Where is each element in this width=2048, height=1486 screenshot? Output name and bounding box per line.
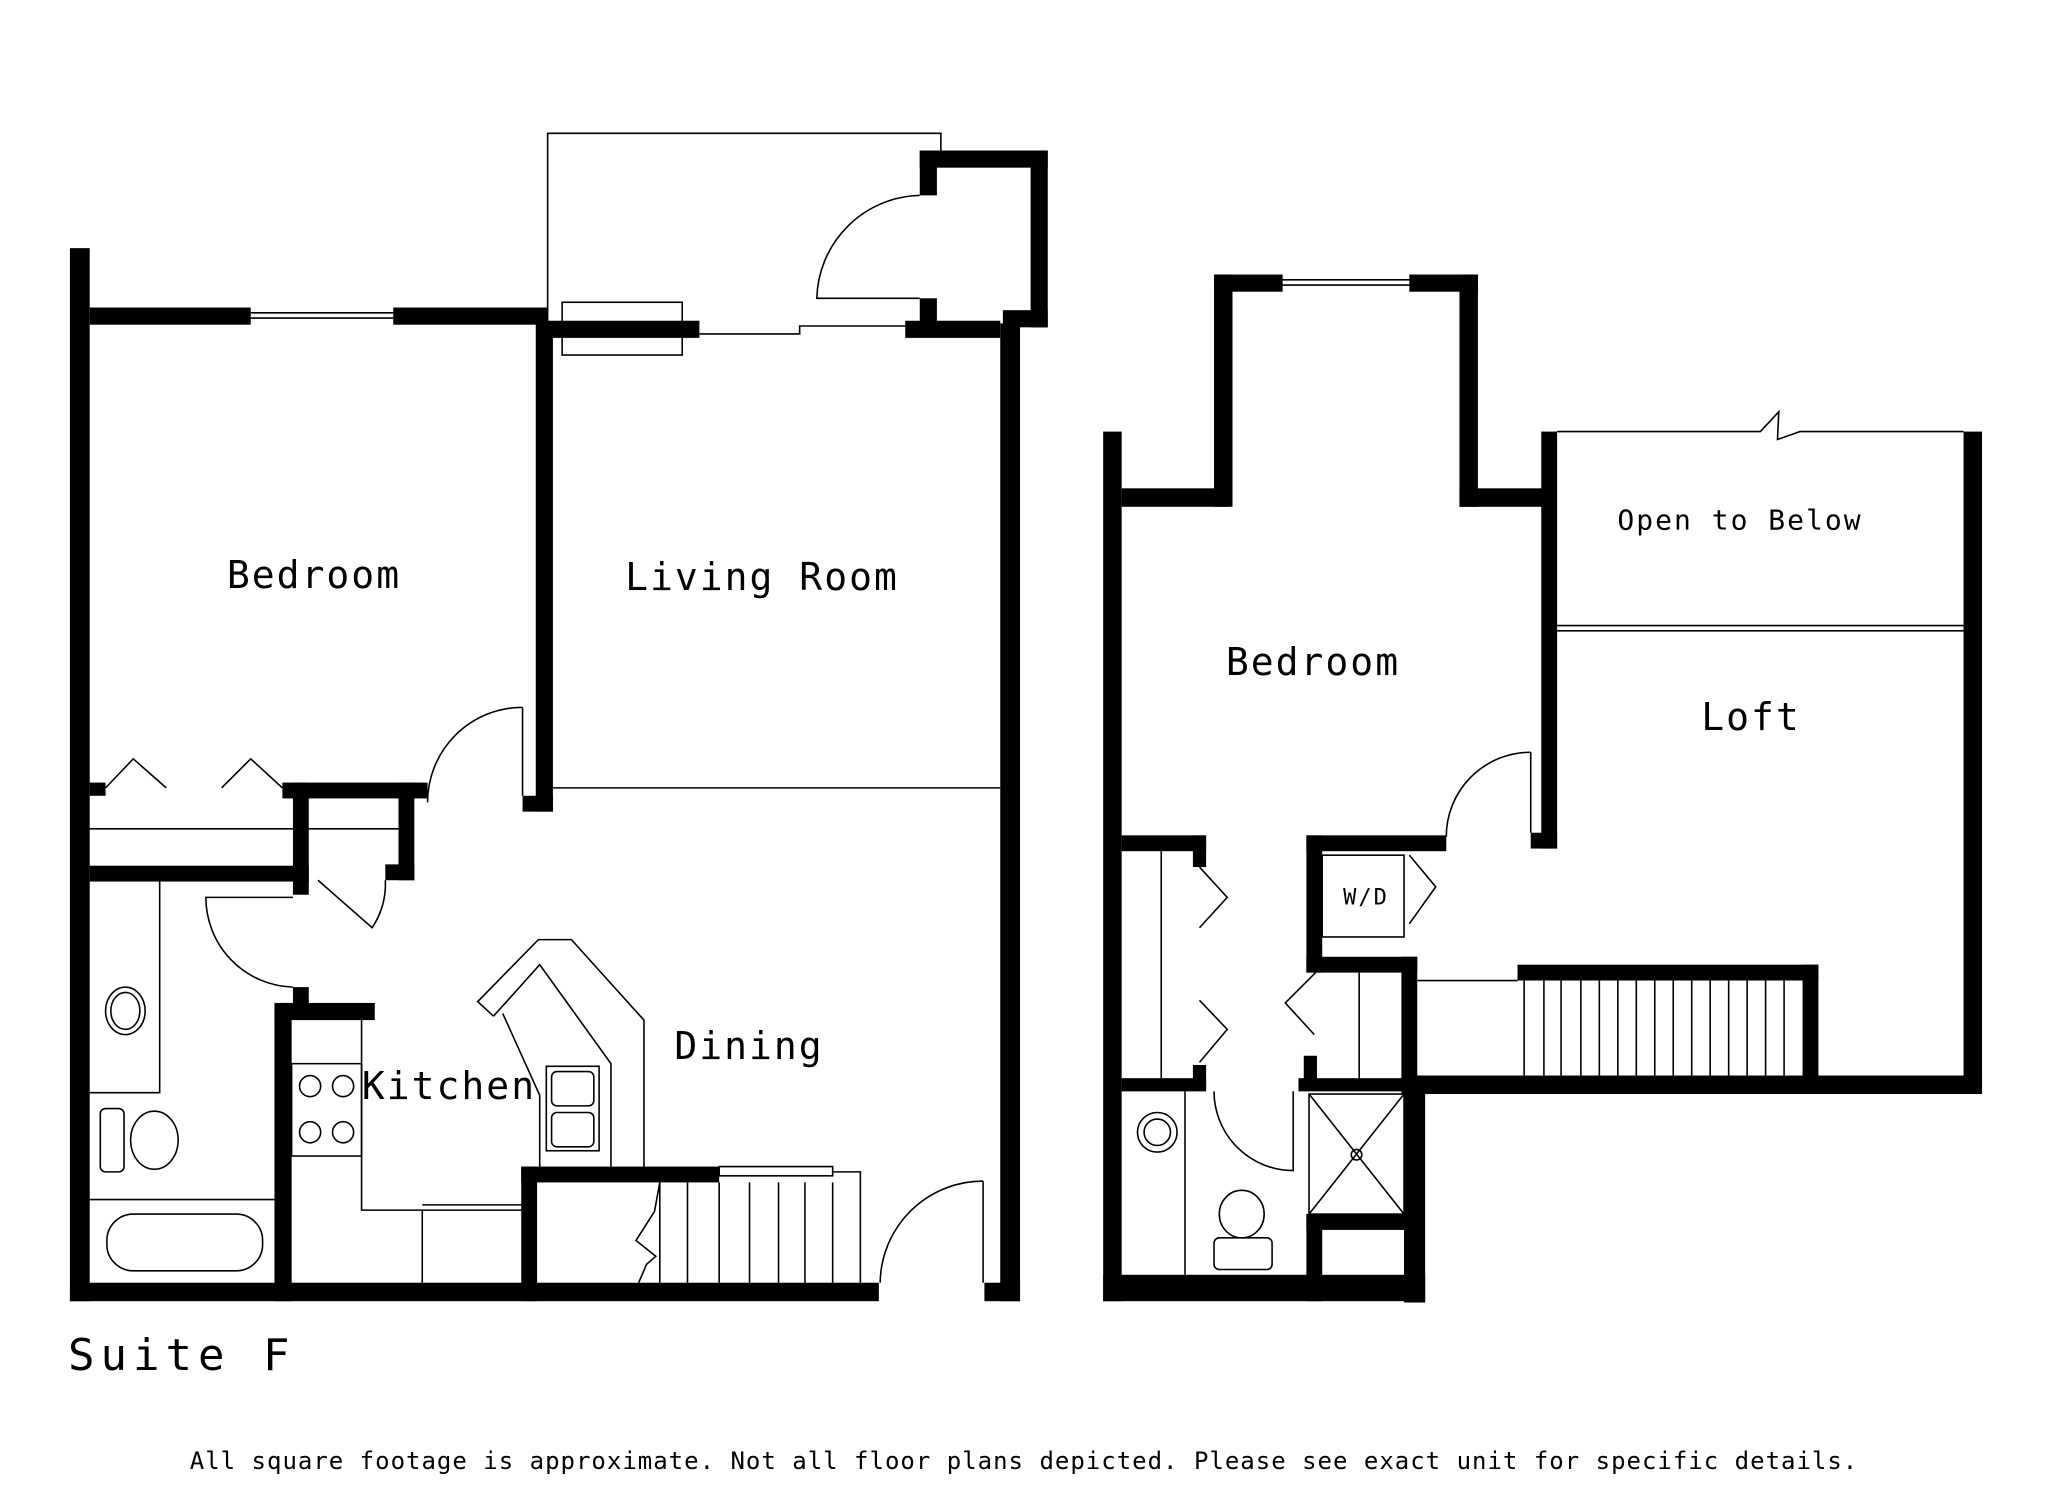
room-label-living-room: Living Room bbox=[625, 555, 899, 599]
room-label-laundry: W/D bbox=[1343, 885, 1389, 911]
walls-first-floor bbox=[69, 150, 1048, 1302]
room-label-dining: Dining bbox=[674, 1024, 824, 1068]
fixtures-first-floor bbox=[89, 132, 1001, 1284]
room-label-bedroom-first-floor: Bedroom bbox=[226, 553, 402, 597]
room-label-bedroom-second-floor: Bedroom bbox=[1225, 640, 1401, 684]
disclaimer-text: All square footage is approximate. Not a… bbox=[189, 1447, 1859, 1475]
room-label-open-to-below: Open to Below bbox=[1617, 503, 1863, 537]
plan-title: Suite F bbox=[68, 1330, 296, 1381]
room-label-loft: Loft bbox=[1701, 695, 1801, 739]
room-label-kitchen: Kitchen bbox=[361, 1064, 537, 1108]
fixtures-second-floor bbox=[1136, 279, 1964, 1275]
walls-second-floor bbox=[1103, 274, 1983, 1303]
